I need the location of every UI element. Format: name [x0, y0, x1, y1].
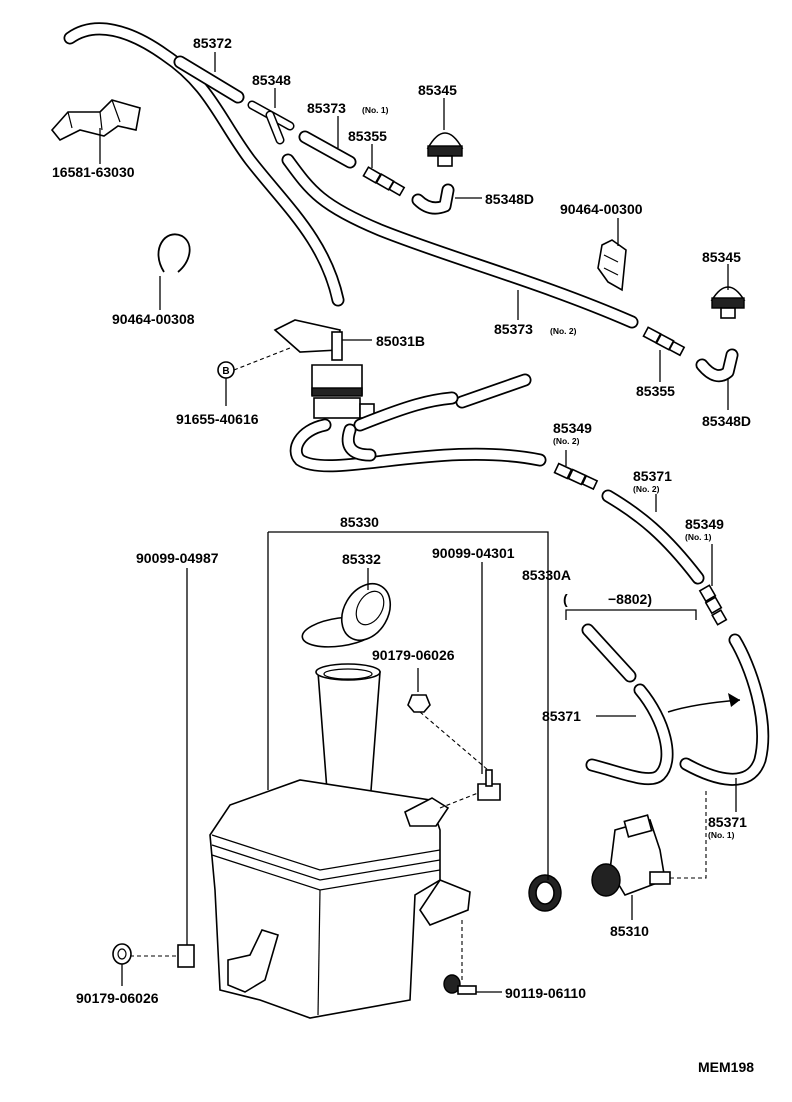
bolt-90119-06110: [443, 974, 477, 995]
label-91655-40616: 91655-40616: [176, 411, 259, 427]
hose-85371-no1: [679, 633, 770, 786]
label-85371-no2: 85371: [633, 468, 672, 484]
date-range-bracket: [565, 609, 697, 620]
hose-85372-long: [63, 22, 345, 307]
nozzle-85345-b: [710, 286, 746, 319]
b-marker: B: [217, 361, 235, 379]
label-date-open: (: [563, 591, 568, 607]
cap-85332: [301, 582, 392, 648]
label-85310: 85310: [610, 923, 649, 939]
label-85355-a: 85355: [348, 128, 387, 144]
label-85348: 85348: [252, 72, 291, 88]
label-90179-06026-b: 90179-06026: [76, 990, 159, 1006]
hose-85373-no2: [281, 153, 639, 329]
label-85330: 85330: [340, 514, 379, 530]
label-85349-no1-sub: (No. 1): [685, 532, 712, 542]
clip-90099-04301: [477, 769, 501, 801]
label-85332: 85332: [342, 551, 381, 567]
label-90099-04987: 90099-04987: [136, 550, 219, 566]
label-85371-no2-sub: (No. 2): [633, 484, 660, 494]
clip-90464-00308: [157, 233, 191, 273]
b-marker-label: B: [222, 366, 229, 377]
label-90119-06110: 90119-06110: [505, 985, 586, 1001]
label-85373-no2-sub: (No. 2): [550, 326, 577, 336]
connector-85349-no2: [553, 462, 599, 491]
label-16581-63030: 16581-63030: [52, 164, 135, 180]
nozzle-85345-a: [426, 132, 464, 167]
clip-90464-00300: [597, 239, 627, 292]
label-85348D-a: 85348D: [485, 191, 534, 207]
hose-85371-no2: [601, 489, 705, 585]
part-labels: 85372 85348 85373 (No. 1) 85345 85355 16…: [52, 35, 754, 1075]
label-85345-a: 85345: [418, 82, 457, 98]
replacement-arrow: [667, 693, 741, 713]
nut-90179-06026-a: [407, 694, 431, 713]
label-85371-no1-sub: (No. 1): [708, 830, 735, 840]
pump-hoses: [289, 373, 547, 473]
label-85348D-b: 85348D: [702, 413, 751, 429]
connector-85355-b: [642, 326, 686, 357]
motor-85310: [591, 814, 671, 897]
connector-85349-no1: [698, 584, 728, 626]
pump-85031B: [273, 319, 375, 419]
connector-85355-a: [362, 166, 406, 197]
hose-85372-segment: [173, 55, 245, 104]
label-85371: 85371: [542, 708, 581, 724]
label-90099-04301: 90099-04301: [432, 545, 515, 561]
label-date-range: −8802): [608, 591, 652, 607]
label-85373-no2: 85373: [494, 321, 533, 337]
reference-code: MEM198: [698, 1059, 754, 1075]
clip-90099-04987: [177, 944, 195, 968]
label-90179-06026-a: 90179-06026: [372, 647, 455, 663]
dashed-lines: [130, 347, 707, 980]
clip-16581-63030: [50, 99, 141, 142]
nut-90179-06026-b: [112, 943, 132, 965]
joint-85348: [247, 100, 295, 145]
leader-lines: [99, 52, 737, 993]
label-85373-no1: 85373: [307, 100, 346, 116]
hose-85371-old: [581, 623, 674, 786]
label-85031B: 85031B: [376, 333, 425, 349]
label-85349-no1: 85349: [685, 516, 724, 532]
grommet-85330A: [528, 874, 562, 912]
hose-85373-no1: [298, 130, 357, 169]
label-90464-00308: 90464-00308: [112, 311, 195, 327]
label-85372: 85372: [193, 35, 232, 51]
label-85345-b: 85345: [702, 249, 741, 265]
label-85371-no1: 85371: [708, 814, 747, 830]
washer-tank-85330: [209, 663, 471, 1019]
label-85349-no2: 85349: [553, 420, 592, 436]
elbow-85348D-b: [695, 348, 739, 383]
label-90464-00300: 90464-00300: [560, 201, 643, 217]
label-85349-no2-sub: (No. 2): [553, 436, 580, 446]
elbow-85348D-a: [411, 183, 455, 215]
label-85330A: 85330A: [522, 567, 571, 583]
label-85355-b: 85355: [636, 383, 675, 399]
label-85373-no1-sub: (No. 1): [362, 105, 389, 115]
